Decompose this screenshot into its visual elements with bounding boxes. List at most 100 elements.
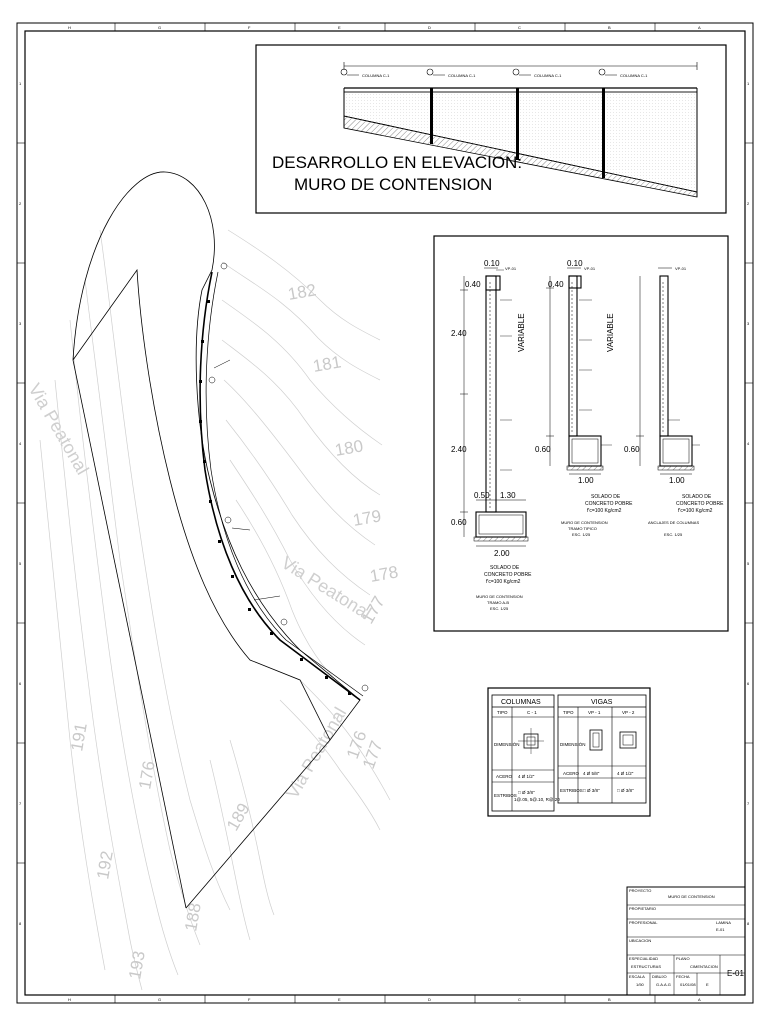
section3-dim: 0.60 bbox=[624, 445, 640, 454]
grid-col-label: F bbox=[248, 997, 251, 1002]
section2-tag: VP-01 bbox=[584, 266, 596, 271]
schedule-tables: COLUMNAS TIPO C - 1 DIMENSIÓN ACERO 4 Ø … bbox=[487, 687, 651, 817]
section1-dim: 2.40 bbox=[451, 329, 467, 338]
grid-row-label: 2 bbox=[747, 201, 750, 206]
section1-scale: ESC. 1/25 bbox=[490, 606, 509, 611]
section3-variable: VARIABLE bbox=[606, 313, 615, 352]
columns-table-acero: 4 Ø 1/2" bbox=[518, 774, 535, 779]
tb-profession-label: PROFESIONAL bbox=[629, 920, 658, 925]
grid-row-label: 2 bbox=[19, 201, 22, 206]
columns-table-estribos-label: ESTRIBOS bbox=[494, 793, 517, 798]
section1-dim: 1.30 bbox=[500, 491, 516, 500]
contour-label: 192 bbox=[93, 849, 117, 880]
columns-table-estribos: □ Ø 3/8" bbox=[518, 790, 535, 795]
grid-row-label: 5 bbox=[747, 561, 750, 566]
section3-subgrade: SOLADO DE bbox=[682, 494, 712, 500]
beams-table-estribos-vp2: □ Ø 3/8" bbox=[617, 788, 634, 793]
grid-col-label: F bbox=[248, 25, 251, 30]
section3-dim: 1.00 bbox=[669, 476, 685, 485]
grid-row-label: 1 bbox=[19, 81, 22, 86]
grid-col-label: D bbox=[428, 997, 431, 1002]
grid-row-label: 5 bbox=[19, 561, 22, 566]
columns-table-dim-label: DIMENSIÓN bbox=[494, 741, 520, 747]
grid-row-label: 1 bbox=[747, 81, 750, 86]
grid-row-label: 7 bbox=[747, 801, 750, 806]
tb-owner-label: PROPIETARIO bbox=[629, 906, 656, 911]
beams-table-acero-label: ACERO bbox=[563, 771, 580, 776]
tb-lamina: E-01 bbox=[716, 927, 725, 932]
elevation-title-line2: MURO DE CONTENSION bbox=[294, 175, 492, 194]
beams-table-vp2: VP - 2 bbox=[622, 710, 635, 715]
grid-labels: H G F E D C B A H G F E D C B A 1 2 3 4 … bbox=[19, 25, 750, 1002]
section2-subgrade: f'c=100 Kg/cm2 bbox=[587, 508, 622, 514]
grid-ticks bbox=[17, 23, 753, 1003]
columns-table: COLUMNAS TIPO C - 1 DIMENSIÓN ACERO 4 Ø … bbox=[491, 694, 560, 812]
grid-col-label: B bbox=[608, 997, 611, 1002]
section1-subgrade: CONCRETO POBRE bbox=[484, 572, 532, 578]
section-2: 0.10 0.40 0.60 1.00 VP-01 VARIABLE SOLAD… bbox=[517, 259, 633, 537]
plan-view: 182 181 180 179 178 177 177 176 191 192 … bbox=[25, 171, 400, 991]
beams-table-tipo: TIPO bbox=[563, 710, 574, 715]
beams-table-dim-label: DIMENSIÓN bbox=[560, 741, 586, 747]
section1-dim: 0.60 bbox=[451, 518, 467, 527]
section2-subgrade: CONCRETO POBRE bbox=[585, 501, 633, 507]
section1-dim: 0.10 bbox=[484, 259, 500, 268]
beams-table-estribos-vp1: □ Ø 3/8" bbox=[583, 788, 600, 793]
section3-tag: VP-01 bbox=[675, 266, 687, 271]
section1-caption: TRAMO A-B bbox=[487, 600, 509, 605]
beams-table-acero-vp2: 4 Ø 1/2" bbox=[617, 771, 634, 776]
contour-label: 179 bbox=[351, 506, 382, 530]
grid-col-label: E bbox=[338, 25, 341, 30]
tb-specialty-label: ESPECIALIDAD bbox=[629, 956, 658, 961]
section2-dim: 0.40 bbox=[548, 280, 564, 289]
street-label: Via Peatonal bbox=[282, 704, 350, 802]
columns-table-estribos: 1@.05, 5@.10, R@.20 bbox=[514, 797, 560, 802]
contour-label: 181 bbox=[311, 352, 342, 376]
section3-subgrade: CONCRETO POBRE bbox=[676, 501, 724, 507]
section2-caption: TRAMO TIPICO bbox=[568, 526, 597, 531]
columns-table-tipo: TIPO bbox=[497, 710, 508, 715]
section1-caption: MURO DE CONTENSION bbox=[476, 594, 523, 599]
grid-col-label: B bbox=[608, 25, 611, 30]
elevation-column-tag: COLUMNA C-1 bbox=[620, 73, 648, 78]
beams-table-title: VIGAS bbox=[591, 699, 613, 706]
elevation-column-tag: COLUMNA C-1 bbox=[362, 73, 390, 78]
tb-sheet-no: E bbox=[706, 982, 709, 987]
section2-dim: 0.60 bbox=[535, 445, 551, 454]
section1-dim: 2.00 bbox=[494, 549, 510, 558]
elevation-title-line1: DESARROLLO EN ELEVACION: bbox=[272, 153, 522, 172]
grid-col-label: C bbox=[518, 997, 521, 1002]
beams-table-acero-vp1: 4 Ø 5/8" bbox=[583, 771, 600, 776]
tb-scale-label: ESCALA bbox=[629, 974, 645, 979]
grid-col-label: G bbox=[158, 25, 161, 30]
grid-col-label: A bbox=[698, 25, 701, 30]
section2-dim: 1.00 bbox=[578, 476, 594, 485]
contour-label: 182 bbox=[286, 280, 317, 304]
tb-specialty: ESTRUCTURAS bbox=[631, 964, 661, 969]
section-3: 0.60 1.00 VP-01 VARIABLE SOLADO DE CONCR… bbox=[606, 266, 724, 537]
retaining-wall bbox=[199, 271, 361, 701]
section1-subgrade: f'c=100 Kg/cm2 bbox=[486, 579, 521, 585]
columns-table-acero-label: ACERO bbox=[496, 774, 513, 779]
section2-dim: 0.10 bbox=[567, 259, 583, 268]
grid-row-label: 3 bbox=[747, 321, 750, 326]
lot-boundary bbox=[72, 171, 361, 741]
grid-row-label: 3 bbox=[19, 321, 22, 326]
grid-row-label: 7 bbox=[19, 801, 22, 806]
section2-subgrade: SOLADO DE bbox=[591, 494, 621, 500]
grid-row-label: 4 bbox=[19, 441, 22, 446]
grid-col-label: H bbox=[68, 25, 71, 30]
title-block: PROYECTO MURO DE CONTENSION PROPIETARIO … bbox=[626, 886, 746, 996]
tb-drawn-label: DIBUJO bbox=[652, 974, 667, 979]
tb-project-label: PROYECTO bbox=[629, 888, 651, 893]
grid-row-label: 8 bbox=[19, 921, 22, 926]
section-1: 0.10 0.40 2.40 2.40 0.60 0.50 1.30 2.00 … bbox=[451, 259, 532, 611]
grid-col-label: E bbox=[338, 997, 341, 1002]
contour-label: 180 bbox=[333, 436, 364, 460]
sections-panel: 0.10 0.40 2.40 2.40 0.60 0.50 1.30 2.00 … bbox=[433, 235, 729, 632]
grid-col-label: G bbox=[158, 997, 161, 1002]
columns-table-c1: C - 1 bbox=[527, 710, 537, 715]
contour-label: 178 bbox=[368, 562, 399, 586]
contour-label: 193 bbox=[125, 949, 149, 980]
grid-col-label: H bbox=[68, 997, 71, 1002]
